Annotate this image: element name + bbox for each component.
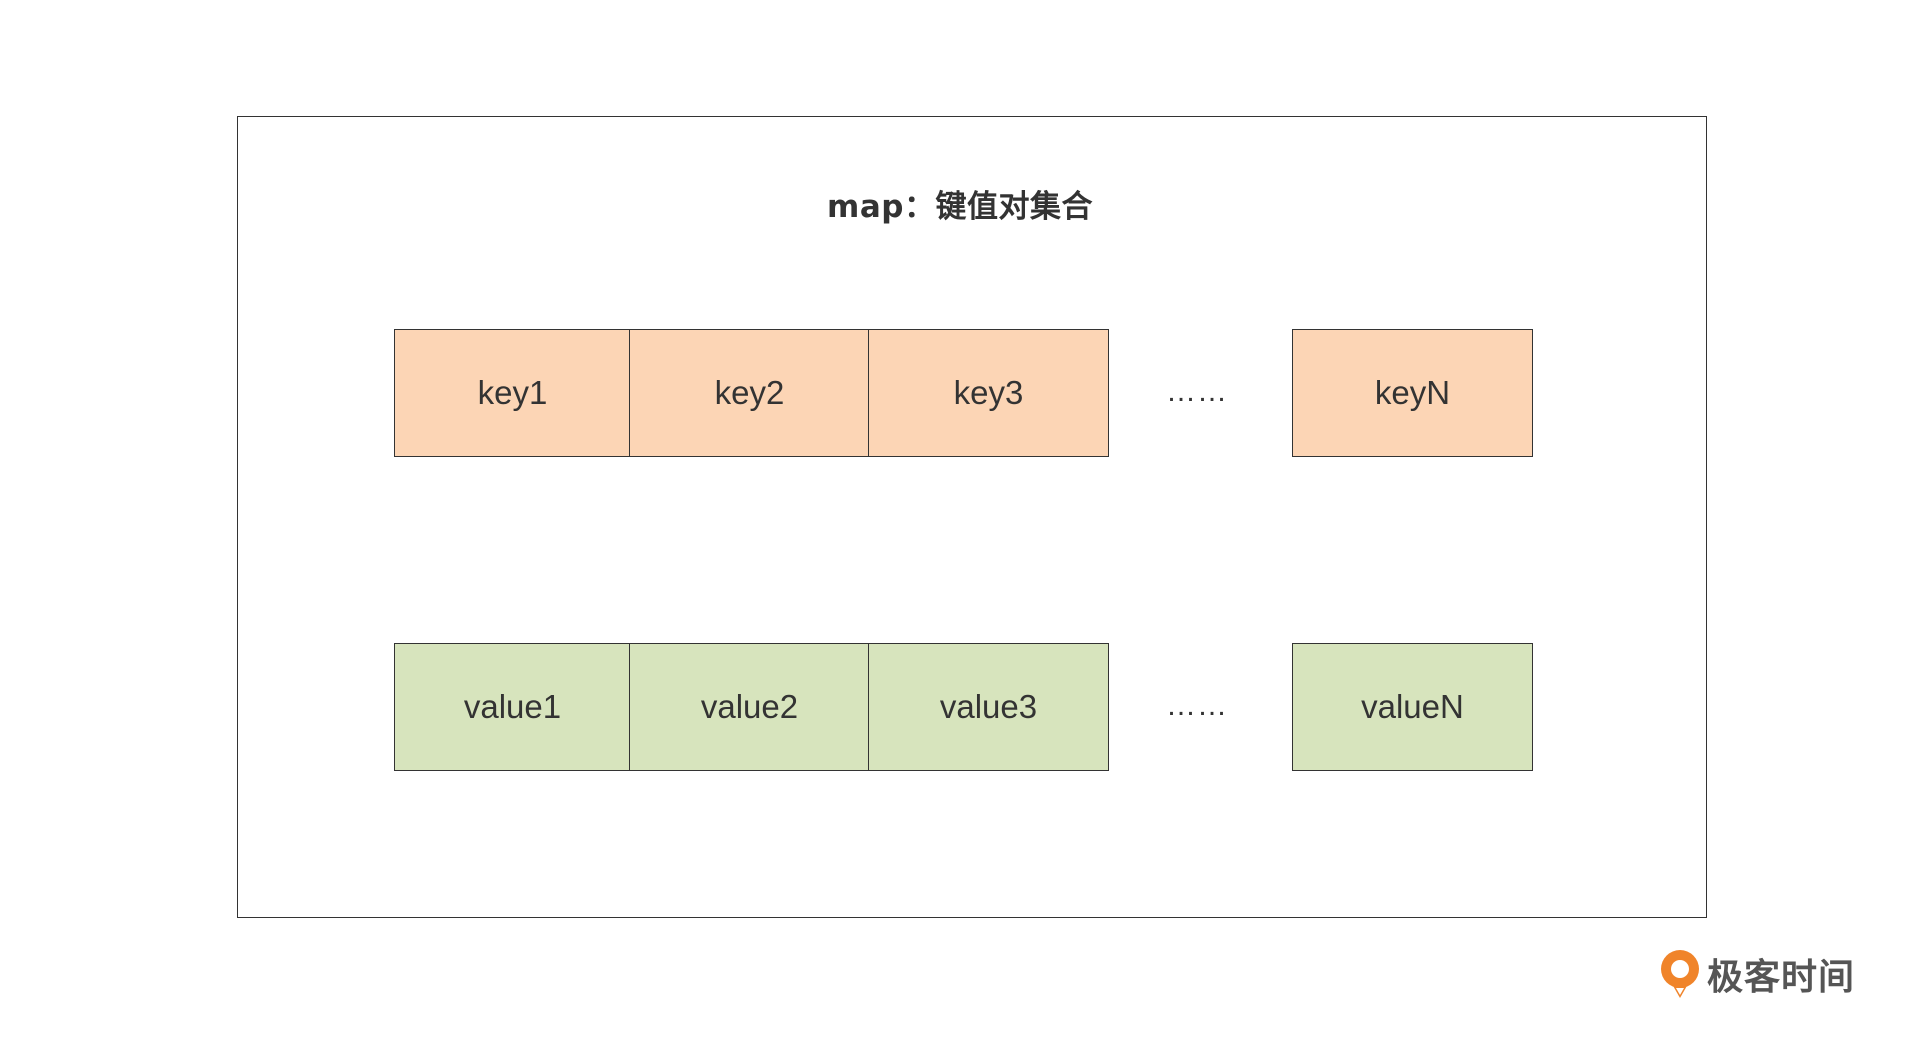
value-cell-n: valueN: [1292, 643, 1533, 771]
logo-text: 极客时间: [1707, 957, 1856, 998]
key-cell-3: key3: [868, 329, 1109, 457]
value-ellipsis: ……: [1166, 689, 1228, 722]
diagram-frame: [237, 116, 1707, 918]
value-cell-2: value2: [629, 643, 870, 771]
key-cell-1: key1: [394, 329, 631, 457]
value-cell-1: value1: [394, 643, 631, 771]
geektime-logo: 极客时间: [1657, 948, 1855, 1000]
key-cell-n: keyN: [1292, 329, 1533, 457]
geektime-logo-icon: [1661, 950, 1699, 998]
key-ellipsis: ……: [1166, 375, 1228, 408]
value-cell-3: value3: [868, 643, 1109, 771]
diagram-title: map：键值对集合: [827, 189, 1093, 225]
key-cell-2: key2: [629, 329, 870, 457]
